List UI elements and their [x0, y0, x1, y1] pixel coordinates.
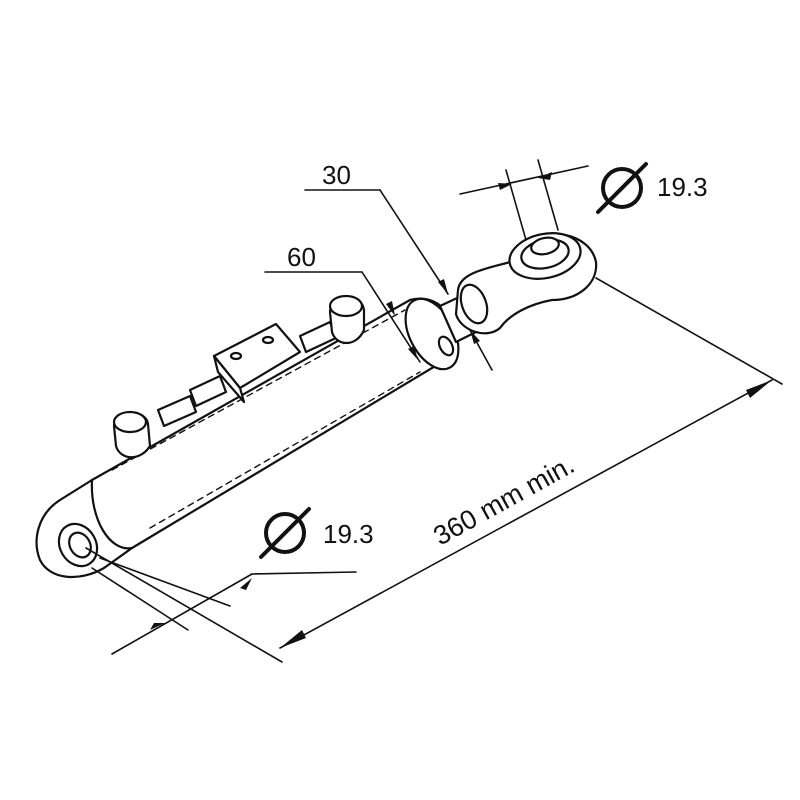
min-length-label: 360 mm min. — [428, 449, 579, 551]
rod-diameter-dimension: 30 — [304, 160, 493, 371]
hydraulic-fittings — [112, 294, 366, 459]
bottom-eye-diameter-label: 19.3 — [323, 519, 374, 549]
rod-diameter-label: 30 — [322, 160, 351, 190]
rod-eye-end — [454, 232, 598, 335]
bottom-eye-end — [35, 478, 134, 579]
top-eye-diameter-label: 19.3 — [657, 172, 708, 202]
bottom-eye-diameter-dimension: 19.3 — [91, 507, 374, 655]
diameter-symbol-icon — [596, 162, 648, 214]
diameter-symbol-icon — [259, 507, 311, 559]
cylinder-diameter-dimension: 60 — [264, 242, 421, 363]
cylinder-diameter-label: 60 — [287, 242, 316, 272]
top-eye-diameter-dimension: 19.3 — [459, 159, 708, 241]
